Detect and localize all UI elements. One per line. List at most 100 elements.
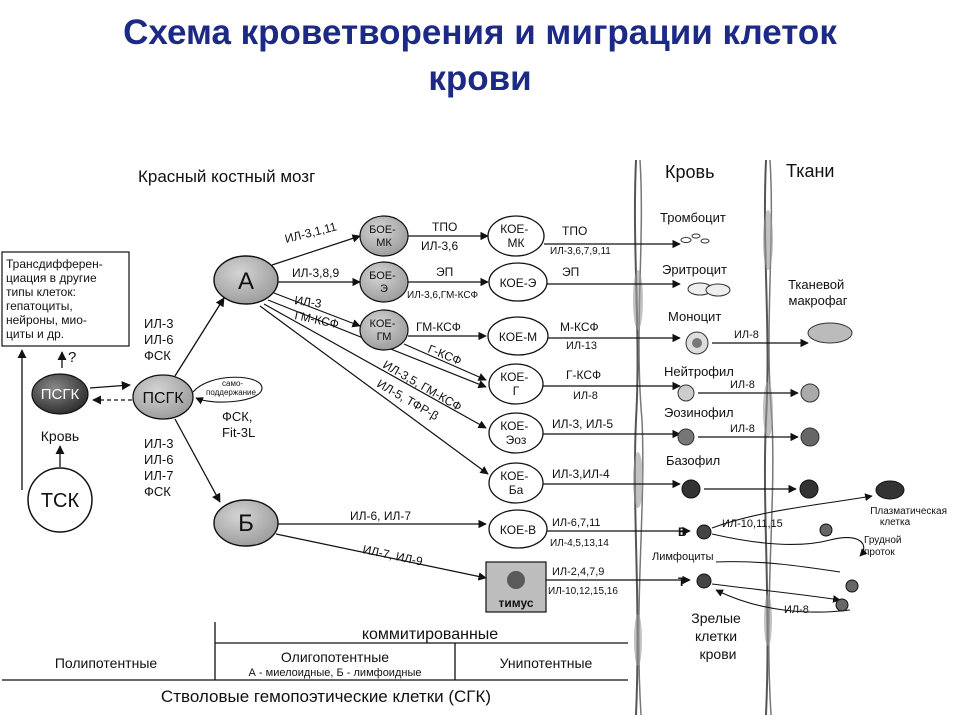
- il-6-7-11-label: ИЛ-6,7,11: [552, 517, 601, 529]
- polypotent-label: Полипотентные: [55, 655, 158, 671]
- koe-e-label: КОЕ-Э: [500, 276, 537, 290]
- boe-mk-label: БОЕ- МК: [369, 224, 399, 249]
- monocyte-label: Моноцит: [668, 309, 721, 324]
- oligopotent-sub-label: А - миелоидные, Б - лимфоидные: [249, 667, 422, 679]
- platelet-label: Тромбоцит: [660, 210, 726, 225]
- a-to-boe-e-label: ИЛ-3,8,9: [292, 266, 340, 280]
- basophil-cell: [681, 479, 701, 499]
- macrophage-cell: [807, 322, 853, 344]
- thymus-label: тимус: [498, 596, 533, 610]
- a-to-koe-gm-label-1: ИЛ-3: [294, 293, 323, 311]
- self-renewal-loop: [192, 376, 263, 405]
- tsk-label: ТСК: [41, 490, 80, 512]
- plasma-cell: [875, 480, 905, 500]
- boe-e-label: БОЕ- Э: [369, 270, 399, 295]
- title-line-1: Схема кроветворения и миграции клеток: [123, 13, 837, 52]
- boe-mk-node: [359, 215, 409, 257]
- transdifferentiation-box: [1, 251, 130, 347]
- erythrocyte-cells: [687, 282, 731, 297]
- plasma-cell-label: Плазматическая клетка: [870, 506, 950, 528]
- il-3-5-label: ИЛ-3, ИЛ-5: [552, 417, 613, 431]
- il-3-4-label: ИЛ-3,ИЛ-4: [552, 467, 610, 481]
- koe-b-label: КОЕ-В: [500, 523, 536, 537]
- il-4-5-13-14-label: ИЛ-4,5,13,14: [550, 538, 609, 549]
- b-label: Б: [238, 510, 254, 537]
- tissue-neutrophil: [800, 383, 820, 403]
- mature-cells-label: Зрелые клетки крови: [691, 610, 744, 662]
- title-line-2: крови: [428, 59, 532, 98]
- psgk-node: [132, 374, 194, 420]
- t-cell: [696, 573, 712, 589]
- il-10-12-15-16-label: ИЛ-10,12,15,16: [548, 586, 618, 597]
- koe-g-label: КОЕ- Г: [500, 370, 532, 398]
- b-cell-label: В: [678, 525, 687, 539]
- il-8-eos-label: ИЛ-8: [730, 423, 755, 435]
- unipotent-label: Унипотентные: [500, 655, 593, 671]
- il-10-11-15-label: ИЛ-10,11,15: [722, 518, 783, 530]
- self-renewal-label: само- поддержание: [206, 379, 257, 397]
- transdifferentiation-text: Трансдифферен- циация в другие типы клет…: [6, 257, 106, 341]
- tissue-eosinophil: [800, 427, 820, 447]
- psgk-blood-caption: Кровь: [41, 428, 79, 444]
- lymph-recirculation: [711, 493, 873, 613]
- b-to-koe-b-label: ИЛ-6, ИЛ-7: [350, 509, 411, 523]
- koe-mk-node: [487, 215, 545, 257]
- il-8-label-a: ИЛ-8: [573, 390, 598, 402]
- koe-m-label: КОЕ-М: [499, 330, 537, 344]
- psgk-label: ПСГК: [142, 390, 184, 407]
- fsk-fit-label: ФСК, Fit-3L: [222, 409, 256, 440]
- platelet-cells: [680, 233, 710, 244]
- m-ksf-label: М-КСФ: [560, 320, 599, 334]
- koe-mk-label: КОЕ- МК: [500, 222, 532, 250]
- neutrophil-cell: [677, 384, 695, 402]
- tissues-header: Ткани: [786, 161, 834, 181]
- a-myeloid-node: [213, 255, 279, 305]
- il-3-6-label: ИЛ-3,6: [421, 239, 459, 253]
- koe-gm-node: [359, 309, 409, 351]
- il-8-low-label: ИЛ-8: [784, 604, 809, 616]
- committed-label: коммитированные: [362, 626, 498, 643]
- koe-eoz-label: КОЕ- Эоз: [500, 419, 532, 447]
- il-3-6-7-9-11-label: ИЛ-3,6,7,9,11: [550, 246, 611, 257]
- b-to-thymus-label: ИЛ-7, ИЛ-9: [361, 542, 424, 568]
- b-cell: [696, 524, 712, 540]
- psgk-to-b-cytokines: ИЛ-3 ИЛ-6 ИЛ-7 ФСК: [144, 436, 177, 499]
- t-cell-label: Т: [678, 575, 686, 589]
- koe-ba-label: КОЕ- Ба: [500, 469, 532, 497]
- eosinophil-label: Эозинофил: [664, 405, 734, 420]
- koe-eoz-node: [488, 412, 544, 454]
- lymphocytes-label: Лимфоциты: [652, 551, 714, 563]
- tsk-node: [27, 467, 93, 533]
- tpo-label-2: ТПО: [562, 224, 587, 238]
- koe-e-node: [488, 262, 548, 302]
- macrophage-label: Тканевой макрофаг: [788, 277, 848, 308]
- psgk-blood-node: [31, 373, 89, 415]
- g-ksf-label-1: Г-КСФ: [426, 342, 464, 368]
- ep-label-2: ЭП: [562, 265, 579, 279]
- koe-m-node: [487, 316, 549, 356]
- a-label: А: [238, 268, 254, 295]
- boe-e-node: [359, 261, 409, 303]
- psgk-to-a-cytokines: ИЛ-3 ИЛ-6 ФСК: [144, 316, 177, 363]
- koe-gm-label: КОЕ- ГМ: [370, 318, 399, 343]
- thoracic-duct-label: Грудной проток: [864, 535, 904, 558]
- basophil-label: Базофил: [666, 453, 720, 468]
- neutrophil-label: Нейтрофил: [664, 364, 734, 379]
- il-8-mono-label: ИЛ-8: [734, 329, 759, 341]
- blood-header: Кровь: [665, 162, 714, 182]
- bone-marrow-header: Красный костный мозг: [138, 167, 315, 186]
- b-lymphoid-node: [213, 499, 279, 547]
- a-to-koe-gm-label-2: ГМ-КСФ: [293, 308, 340, 331]
- erythrocyte-label: Эритроцит: [662, 262, 727, 277]
- oligopotent-label: Олигопотентные: [281, 649, 389, 665]
- il-2-4-7-9-label: ИЛ-2,4,7,9: [552, 566, 604, 578]
- koe-b-node: [488, 509, 548, 549]
- blood-vessel-walls: [633, 159, 774, 716]
- il-13-label: ИЛ-13: [566, 340, 597, 352]
- g-ksf-label-2: Г-КСФ: [566, 368, 601, 382]
- eosinophil-cell: [677, 428, 695, 446]
- koe-g-node: [488, 363, 544, 405]
- ep-label-1: ЭП: [436, 265, 453, 279]
- psgk-blood-label: ПСГК: [41, 386, 80, 403]
